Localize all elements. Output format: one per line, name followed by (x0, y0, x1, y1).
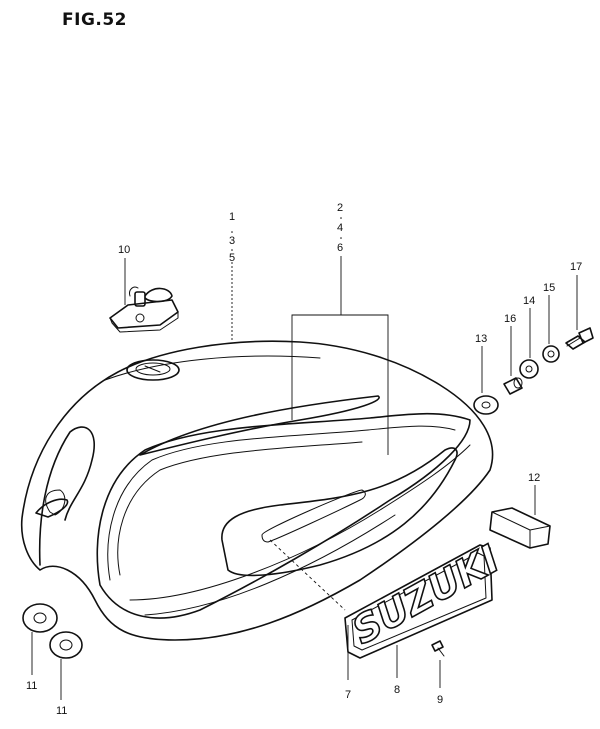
callout-1: 1 (229, 211, 235, 223)
callout-8: 8 (394, 684, 400, 696)
callout-16: 16 (504, 313, 516, 325)
emblem-8: SUZUKI (344, 536, 507, 678)
washer-14 (519, 308, 539, 379)
callout-17: 17 (570, 261, 582, 273)
callout-14: 14 (523, 295, 535, 307)
grommet-11-upper (22, 603, 58, 675)
spacer-16 (503, 326, 523, 395)
callout-7: 7 (345, 689, 351, 701)
figure-title: FIG.52 (62, 10, 128, 30)
callout-11-lower: 11 (56, 705, 67, 717)
fuel-tank (20, 340, 494, 641)
grommet-13 (473, 346, 499, 415)
washer-15 (542, 295, 560, 363)
callout-5: 5 (229, 252, 235, 264)
bolt-17 (565, 275, 594, 350)
callout-9: 9 (437, 694, 443, 706)
callout-4: 4 (337, 222, 343, 234)
rubber-pad-12 (489, 485, 551, 549)
callout-13: 13 (475, 333, 487, 345)
screw-9 (431, 640, 445, 688)
callout-11-upper: 11 (26, 680, 37, 692)
callout-6: 6 (337, 242, 343, 254)
callout-10: 10 (118, 244, 130, 256)
callout-12: 12 (528, 472, 540, 484)
emblem-text: SUZUKI (345, 537, 506, 653)
callout-2: 2 (337, 202, 343, 214)
callout-15: 15 (543, 282, 555, 294)
callout-3: 3 (229, 235, 235, 247)
grommet-11-lower (49, 631, 83, 700)
fuel-cap (109, 258, 179, 333)
leader-7 (269, 539, 349, 680)
leader-2-4-6 (291, 256, 389, 455)
